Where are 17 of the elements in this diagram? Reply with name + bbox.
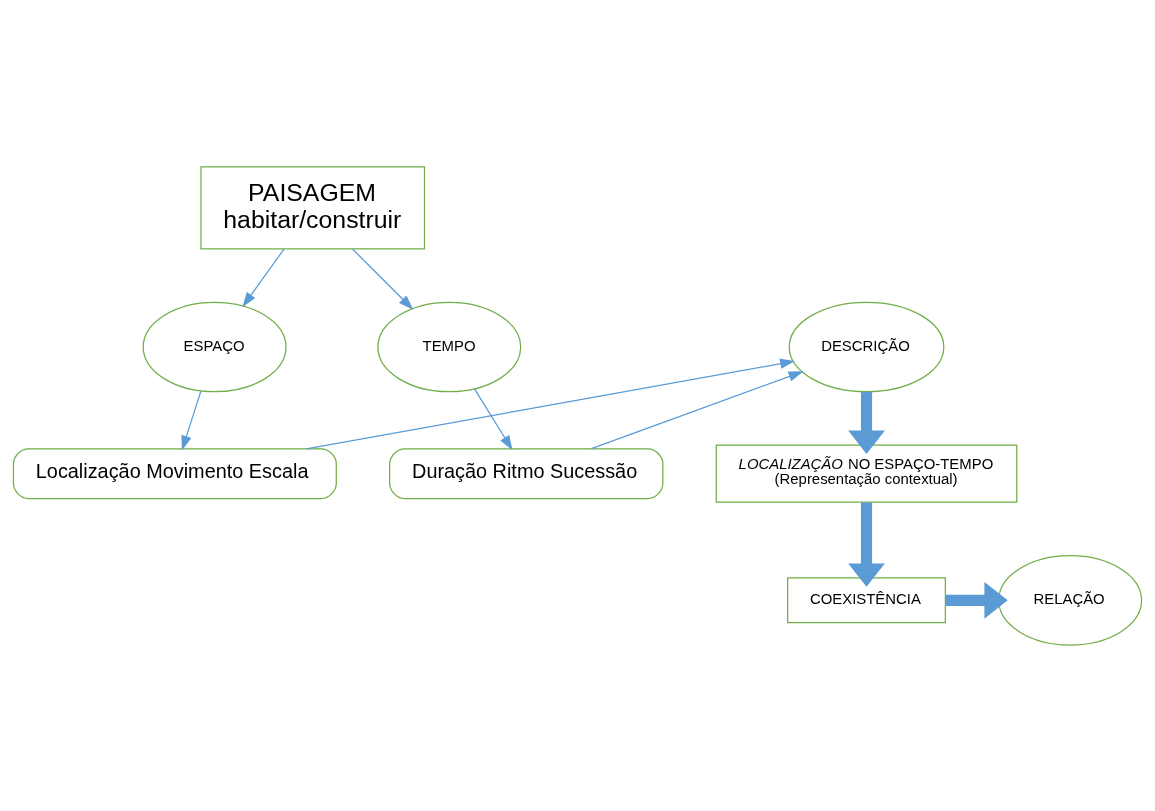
arrow — [305, 358, 795, 449]
arrow — [590, 370, 804, 449]
node-ellipse: TEMPO — [377, 301, 522, 392]
node-box: Localização Movimento Escala — [12, 447, 337, 499]
node-box: COEXISTÊNCIA — [787, 576, 946, 623]
arrow — [945, 581, 1008, 619]
arrow — [848, 501, 885, 587]
node-ellipse: ESPAÇO — [142, 301, 287, 392]
node-box: Duração Ritmo Sucessão — [389, 447, 664, 499]
arrow — [848, 391, 885, 454]
node-box: LOCALIZAÇÃO NO ESPAÇO-TEMPO (Representação contextual) — [715, 444, 1018, 503]
arrow — [351, 247, 414, 310]
node-ellipse: RELAÇÃO — [998, 554, 1143, 646]
arrow — [473, 387, 513, 450]
arrow — [242, 247, 285, 307]
node-box: PAISAGEM habitar/construir — [200, 165, 426, 250]
arrow — [181, 389, 202, 451]
